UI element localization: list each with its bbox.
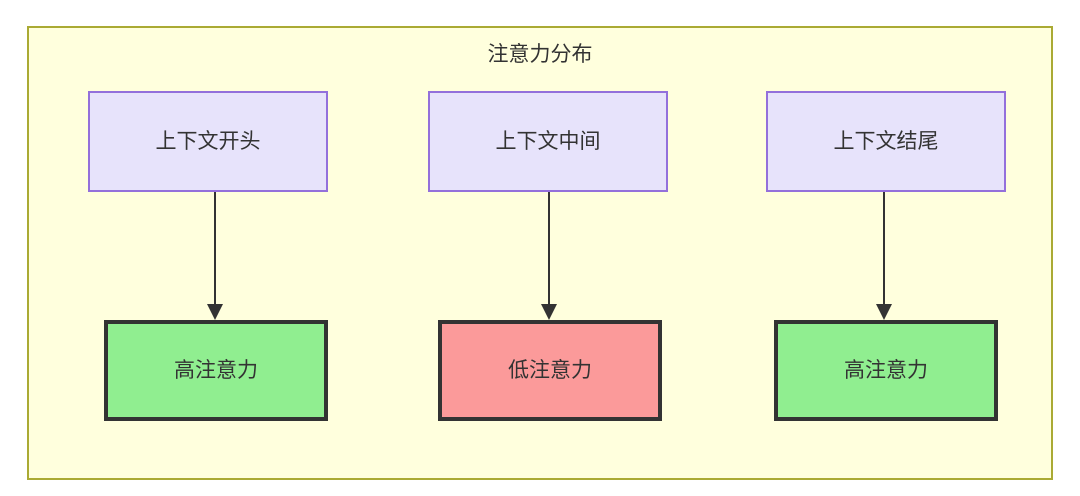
node-high-attention-end[interactable]: 高注意力 [774,320,998,421]
node-context-start[interactable]: 上下文开头 [88,91,328,192]
node-context-end[interactable]: 上下文结尾 [766,91,1006,192]
node-high-attention-start[interactable]: 高注意力 [104,320,328,421]
subgraph-title: 注意力分布 [487,43,593,66]
node-context-middle[interactable]: 上下文中间 [428,91,668,192]
node-low-attention-middle[interactable]: 低注意力 [438,320,662,421]
